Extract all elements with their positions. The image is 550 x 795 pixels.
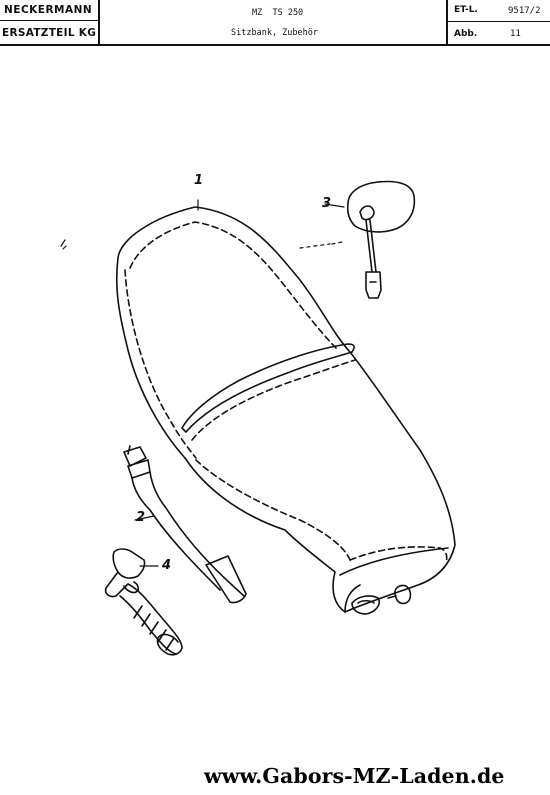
abb-value: 11	[510, 29, 521, 39]
brand-subtitle: ERSATZTEIL KG	[2, 27, 97, 39]
header-table: NECKERMANN ERSATZTEIL KG MZ TS 250 Sitzb…	[0, 0, 550, 46]
et-label: ET-L.	[454, 5, 478, 15]
brand-cell: NECKERMANN ERSATZTEIL KG	[0, 0, 100, 44]
abb-label: Abb.	[454, 29, 478, 39]
abb-row: Abb. 11	[448, 22, 550, 44]
model-label: MZ TS 250	[252, 8, 304, 18]
callout-3: 3	[322, 196, 332, 211]
et-value: 9517/2	[508, 6, 541, 16]
callout-1: 1	[194, 173, 204, 188]
footer-url: www.Gabors-MZ-Laden.de	[204, 764, 505, 788]
reference-cell: ET-L. 9517/2 Abb. 11	[448, 0, 550, 44]
pump-drawing	[123, 445, 247, 604]
mirror-drawing	[324, 180, 416, 299]
page-subtitle: Sitzbank, Zubehör	[231, 28, 318, 38]
brand-name: NECKERMANN	[0, 0, 98, 21]
dash-mark	[299, 241, 343, 249]
stray-mark	[60, 239, 67, 250]
callout-4: 4	[162, 558, 172, 573]
callout-2: 2	[136, 510, 146, 525]
grip-drawing	[104, 548, 183, 656]
et-row: ET-L. 9517/2	[448, 0, 550, 22]
seat-drawing	[115, 199, 456, 615]
title-cell: MZ TS 250 Sitzbank, Zubehör	[100, 0, 448, 44]
